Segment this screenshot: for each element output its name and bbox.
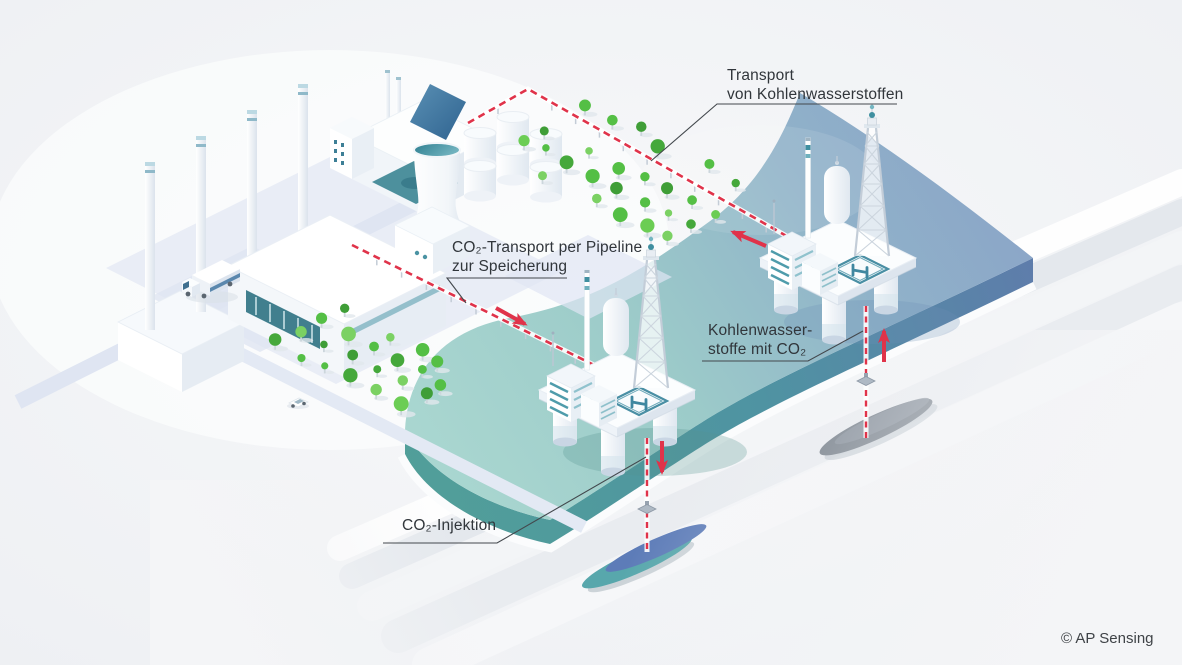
label-transport-hydrocarbons: Transport von Kohlenwasserstoffen [727, 67, 904, 103]
cooling-tower [409, 142, 465, 231]
wellhead-icon [637, 501, 657, 514]
pipeline-supports [376, 259, 576, 364]
label-leaders [383, 103, 897, 544]
pipeline-supports [497, 104, 767, 233]
truck-windshield [183, 281, 189, 290]
hydrocarbon-production-well [856, 306, 890, 438]
forest-lower [268, 303, 453, 418]
label-co2-pipeline-transport: CO₂-Transport per Pipeline zur Speicheru… [452, 239, 643, 275]
co2-injection-well [637, 438, 668, 552]
tower-windows [334, 140, 344, 165]
copyright-notice: © AP Sensing [1061, 630, 1154, 647]
truck [182, 260, 240, 303]
wellhead-icon [856, 373, 876, 386]
flow-arrow-to-plant [730, 230, 767, 248]
factory [117, 70, 563, 392]
seabed-rim [397, 274, 1037, 553]
forest-upper [518, 99, 746, 247]
car [287, 397, 309, 409]
conveyor-panel [410, 84, 466, 140]
label-co2-injection: CO₂-Injektion [402, 517, 497, 534]
factory-tanks [463, 111, 563, 203]
label-hydrocarbons-with-co2: Kohlenwasser- stoffe mit CO₂ [708, 322, 813, 358]
co2-pipeline [350, 242, 602, 371]
hydrocarbon-pipeline [466, 86, 792, 241]
flow-arrow-to-storage [495, 306, 528, 326]
